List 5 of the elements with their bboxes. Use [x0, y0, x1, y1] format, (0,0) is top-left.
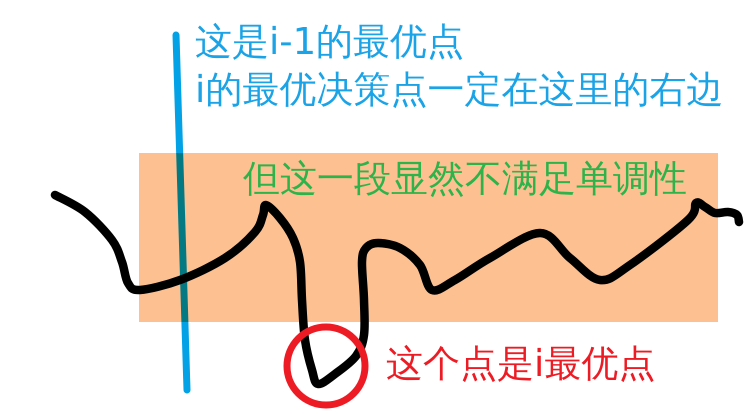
annotation-text: i的最优决策点一定在这里的右边 [195, 70, 724, 110]
annotation-text: 这个点是i最优点 [386, 344, 656, 384]
band-text: 但这一段显然不满足单调性 [243, 159, 687, 199]
highlight-band [139, 153, 718, 322]
annotation-text: 这是i-1的最优点 [195, 22, 464, 62]
